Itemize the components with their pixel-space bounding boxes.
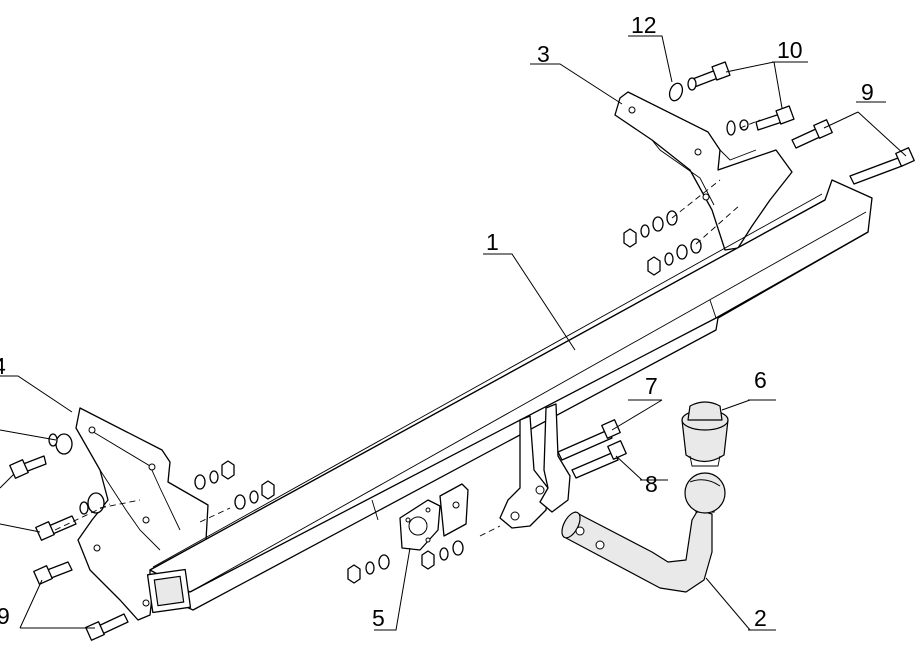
bolts-9-right <box>791 119 915 185</box>
socket-plate <box>399 483 469 551</box>
label-part-7: 7 <box>645 373 658 399</box>
leader-lines <box>0 35 907 631</box>
label-part-9-right: 9 <box>861 79 874 105</box>
ball-cover <box>681 401 729 467</box>
label-part-10: 10 <box>777 37 803 63</box>
label-part-12: 12 <box>631 12 657 38</box>
left-mounting-bracket <box>75 407 209 621</box>
ball-mount-brackets <box>499 403 571 529</box>
assembly-axes <box>54 119 761 537</box>
label-part-2: 2 <box>754 605 767 631</box>
right-mounting-bracket <box>614 91 793 251</box>
label-part-4: 4 <box>0 353 6 379</box>
bolts-7-8 <box>557 419 627 479</box>
label-part-1: 1 <box>486 229 499 255</box>
nut-washer-stacks <box>194 210 702 584</box>
label-part-5: 5 <box>372 605 385 631</box>
main-crossbeam <box>146 179 873 614</box>
label-part-9-left: 9 <box>0 603 10 629</box>
label-part-6: 6 <box>754 367 767 393</box>
part-number-labels: 1 2 3 4 5 6 7 8 9 9 10 12 <box>0 12 874 631</box>
bolts-10-12 <box>668 61 795 136</box>
ball-arm <box>561 472 726 593</box>
label-part-8: 8 <box>645 471 658 497</box>
label-part-3: 3 <box>537 41 550 67</box>
